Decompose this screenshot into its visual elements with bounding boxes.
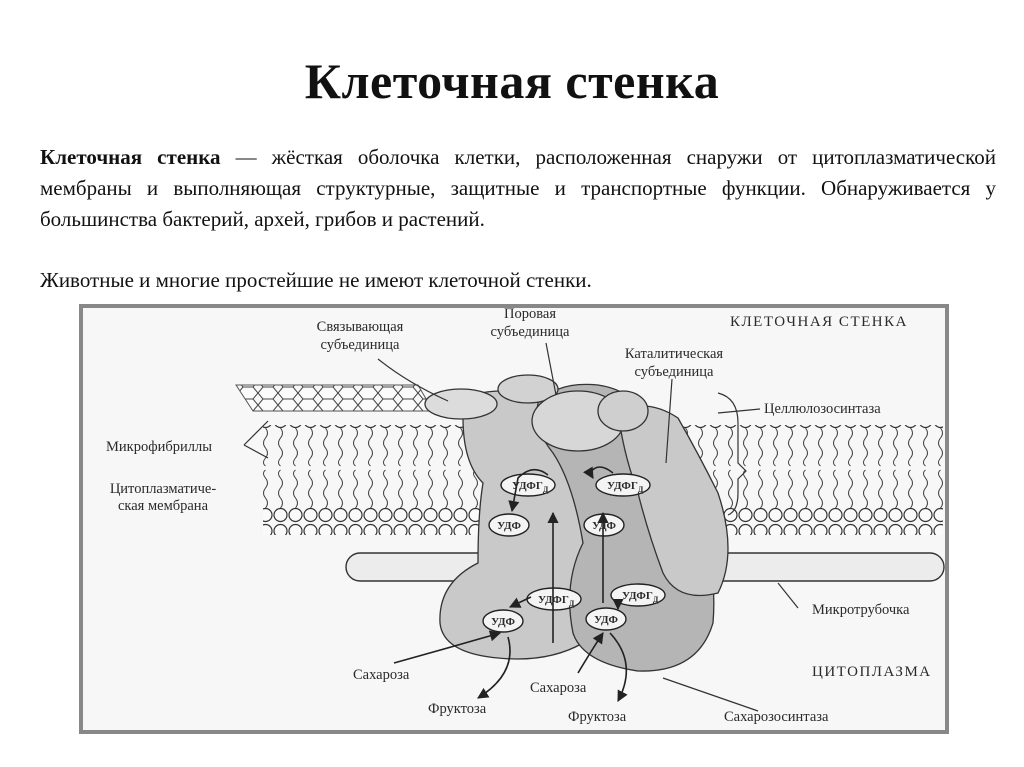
flow-arrow	[508, 596, 532, 608]
fructose-arrow-left	[477, 636, 511, 699]
label-membrane-2: ская мембрана	[118, 498, 209, 514]
udp-oval-4: УДФ	[585, 607, 627, 631]
label-pore-subunit-2: субъединица	[491, 324, 570, 340]
label-catalytic-subunit-2: субъединица	[635, 364, 714, 380]
binding-subunit	[424, 388, 498, 420]
udpg-oval-3: УДФГД	[526, 587, 582, 611]
label-catalytic-subunit: Каталитическая	[625, 346, 723, 362]
slide-title: Клеточная стенка	[304, 53, 720, 109]
label-sucrose-left: Сахароза	[353, 667, 410, 683]
svg-text:УДФГД: УДФГД	[607, 480, 644, 494]
note-paragraph: Животные и многие простейшие не имеют кл…	[40, 268, 592, 292]
udpg-oval-1: УДФГД	[500, 473, 556, 497]
definition-paragraph: Клеточная стенка — жёсткая оболочка клет…	[40, 142, 996, 235]
svg-text:УДФ: УДФ	[491, 616, 515, 628]
udpg-oval-4: УДФГД	[610, 583, 666, 607]
flow-arrow	[508, 468, 549, 513]
udpg-oval-2: УДФГД	[595, 473, 651, 497]
fructose-arrow-right	[609, 632, 628, 702]
cell-wall-diagram: УДФГД УДФГД УДФ УДФ УДФГД УДФГД УДФ УДФ	[79, 304, 949, 734]
svg-text:УДФГД: УДФГД	[622, 590, 659, 604]
udp-oval-3: УДФ	[482, 609, 524, 633]
sucrose-arrow-left	[393, 630, 502, 664]
label-fructose-right: Фруктоза	[568, 709, 627, 725]
label-cytoplasm: ЦИТОПЛАЗМА	[812, 664, 932, 680]
svg-text:УДФ: УДФ	[497, 520, 521, 532]
pore-subunit	[497, 374, 559, 404]
flow-arrow	[583, 466, 614, 479]
label-cell-wall: КЛЕТОЧНАЯ СТЕНКА	[730, 314, 908, 330]
label-fructose-left: Фруктоза	[428, 701, 487, 717]
label-sucrose-right: Сахароза	[530, 680, 587, 696]
label-binding-subunit-2: субъединица	[321, 337, 400, 353]
udp-oval-2: УДФ	[583, 513, 625, 537]
microfibril-bundle	[235, 384, 434, 412]
label-pore-subunit: Поровая	[504, 306, 556, 322]
sucrose-arrow-right	[577, 632, 604, 674]
label-microfibrils: Микрофибриллы	[106, 439, 212, 455]
label-microtubule: Микротрубочка	[812, 602, 910, 618]
label-binding-subunit: Связывающая	[317, 319, 404, 335]
svg-text:УДФГД: УДФГД	[512, 480, 549, 494]
label-cellulose-synthase: Целлюлозосинтаза	[764, 401, 881, 417]
label-membrane: Цитоплазматиче-	[110, 481, 217, 497]
svg-text:УДФ: УДФ	[594, 614, 618, 626]
svg-text:УДФ: УДФ	[592, 520, 616, 532]
definition-text: — жёсткая оболочка клетки, расположенная…	[40, 145, 997, 231]
definition-term: Клеточная стенка	[40, 145, 221, 169]
label-sucrose-synthase: Сахарозосинтаза	[724, 709, 829, 725]
udp-oval-1: УДФ	[488, 513, 530, 537]
